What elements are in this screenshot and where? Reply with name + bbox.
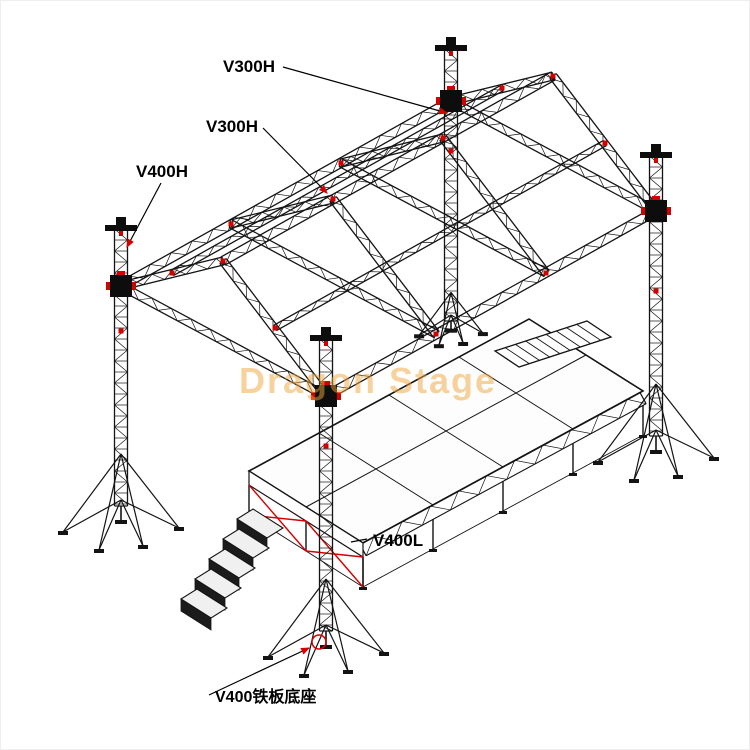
label-base-plate: V400铁板底座 <box>215 687 316 706</box>
leader-gable-truss <box>262 127 328 194</box>
leader-base-plate <box>208 647 311 696</box>
stage-platform <box>179 318 647 631</box>
label-tower-truss: V400H <box>136 162 188 181</box>
watermark-text: Dragon Stage <box>239 360 497 401</box>
label-stage-truss: V400L <box>373 531 423 550</box>
leader-stage-truss <box>350 538 368 543</box>
annotations: V300H V300H V400H V400L V400铁板底座 <box>126 57 449 706</box>
roof-trusses <box>118 71 660 401</box>
label-ridge-truss: V300H <box>223 57 275 76</box>
leader-ridge-truss <box>282 66 449 115</box>
joint-markers <box>105 37 672 449</box>
label-gable-truss: V300H <box>206 117 258 136</box>
leader-tower-truss <box>126 182 162 249</box>
